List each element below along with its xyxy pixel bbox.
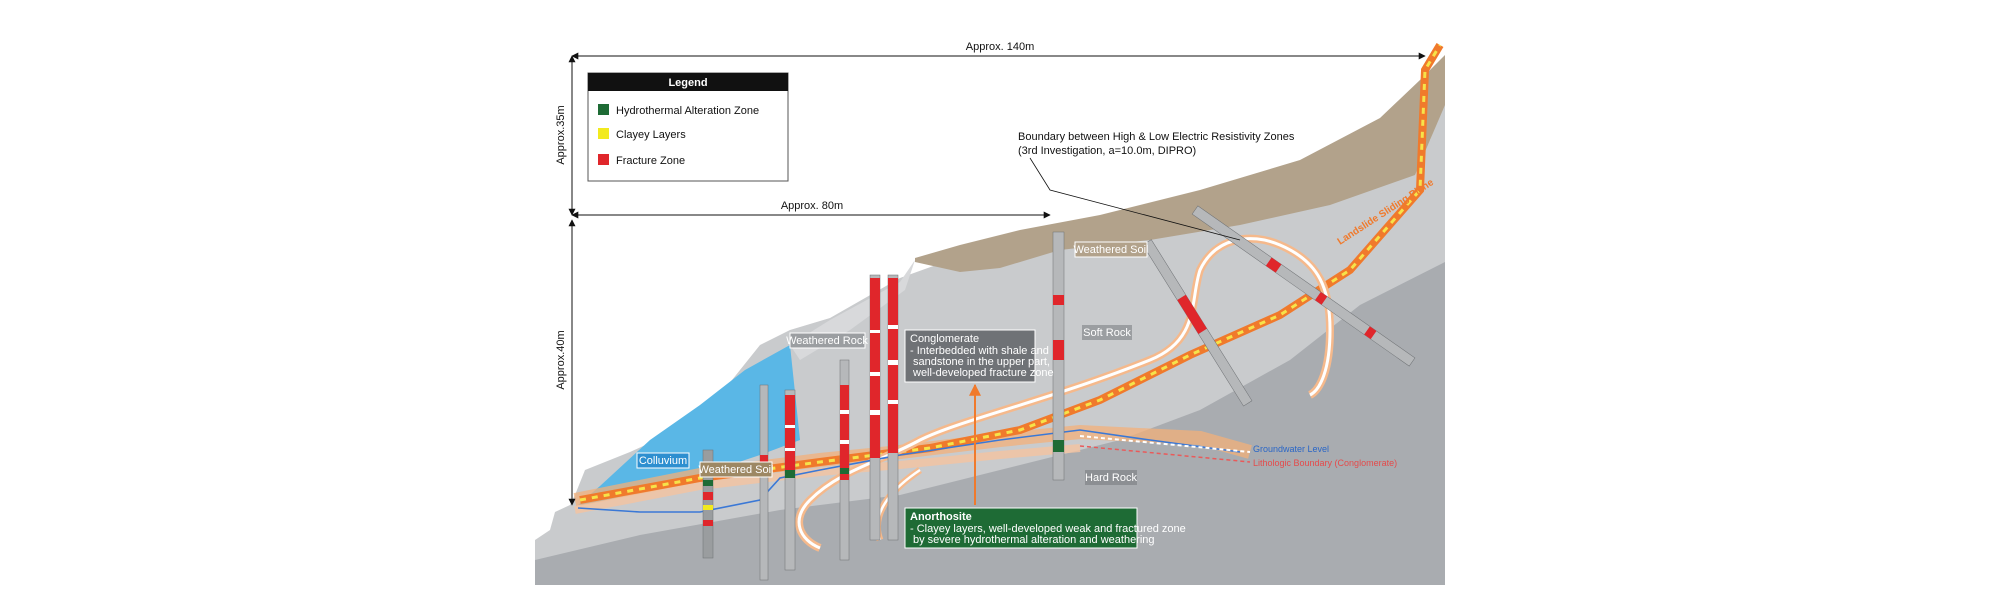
boreholes [702,205,1416,581]
dimension-mid-width: Approx. 80m [781,200,843,212]
dimension-top-width: Approx. 140m [966,41,1034,53]
legend-header [588,73,788,91]
svg-text:Weathered Soil: Weathered Soil [698,464,773,476]
boundary-label-line1: Boundary between High & Low Electric Res… [1018,131,1295,143]
colluvium-layer [578,345,800,505]
borehole-3 [784,389,796,571]
dimension-lower-height: Approx.40m [555,330,567,389]
legend-swatch-fracture [598,154,609,165]
groundwater-line [577,429,1241,513]
legend-label-hydrothermal: Hydrothermal Alteration Zone [616,105,759,117]
anorthosite-line1: - Clayey layers, well-developed weak and… [910,523,1186,535]
anorthosite-line2: by severe hydrothermal alteration and we… [913,534,1155,546]
groundwater-dashed-extension [1079,435,1251,453]
svg-text:Weathered Soil: Weathered Soil [1073,244,1148,256]
weathered-soil-layer [915,55,1445,272]
borehole-2 [759,384,769,581]
svg-text:Colluvium: Colluvium [639,455,687,467]
legend-label-clayey: Clayey Layers [616,129,686,141]
inclined-borehole-2 [1191,205,1416,367]
anorthosite-title: Anorthosite [910,511,972,523]
boundary-label-line2: (3rd Investigation, a=10.0m, DIPRO) [1018,145,1196,157]
boundary-leader [1029,157,1241,241]
groundwater-label: Groundwater Level [1253,444,1329,454]
conglomerate-line1: - Interbedded with shale and [910,345,1049,357]
label-colluvium: Colluvium [636,452,690,469]
lithology-dashed-extension [1079,445,1251,463]
borehole-1 [702,449,714,559]
conglomerate-line2: sandstone in the upper part, [913,356,1050,368]
borehole-6 [887,274,899,541]
dimension-lines [568,52,1426,506]
borehole-4 [839,359,850,561]
borehole-5 [869,274,881,541]
legend-label-fracture: Fracture Zone [616,155,685,167]
label-weathered-soil-lower: Weathered Soil [698,461,774,478]
svg-text:Hard Rock: Hard Rock [1085,472,1137,484]
legend: Legend Hydrothermal Alteration Zone Clay… [587,72,789,182]
legend-swatch-clayey [598,128,609,139]
svg-text:Soft Rock: Soft Rock [1083,327,1131,339]
legend-swatch-hydrothermal [598,104,609,115]
legend-title: Legend [668,77,707,89]
label-hard-rock: Hard Rock [1085,470,1137,485]
anorthosite-box: Anorthosite - Clayey layers, well-develo… [904,507,1186,549]
conglomerate-line3: well-developed fracture zone [912,367,1054,379]
borehole-7 [1052,231,1065,481]
dimension-upper-height: Approx.35m [555,105,567,164]
label-soft-rock: Soft Rock [1082,325,1132,340]
conglomerate-title: Conglomerate [910,333,979,345]
label-weathered-soil-upper: Weathered Soil [1073,241,1149,258]
label-weathered-rock: Weathered Rock [786,332,868,349]
hard-rock-layer [535,262,1445,585]
sliding-plane-line [579,42,1444,504]
conglomerate-box: Conglomerate - Interbedded with shale an… [904,329,1054,383]
lithology-boundary-label: Lithologic Boundary (Conglomerate) [1253,458,1397,468]
svg-text:Weathered Rock: Weathered Rock [786,335,868,347]
